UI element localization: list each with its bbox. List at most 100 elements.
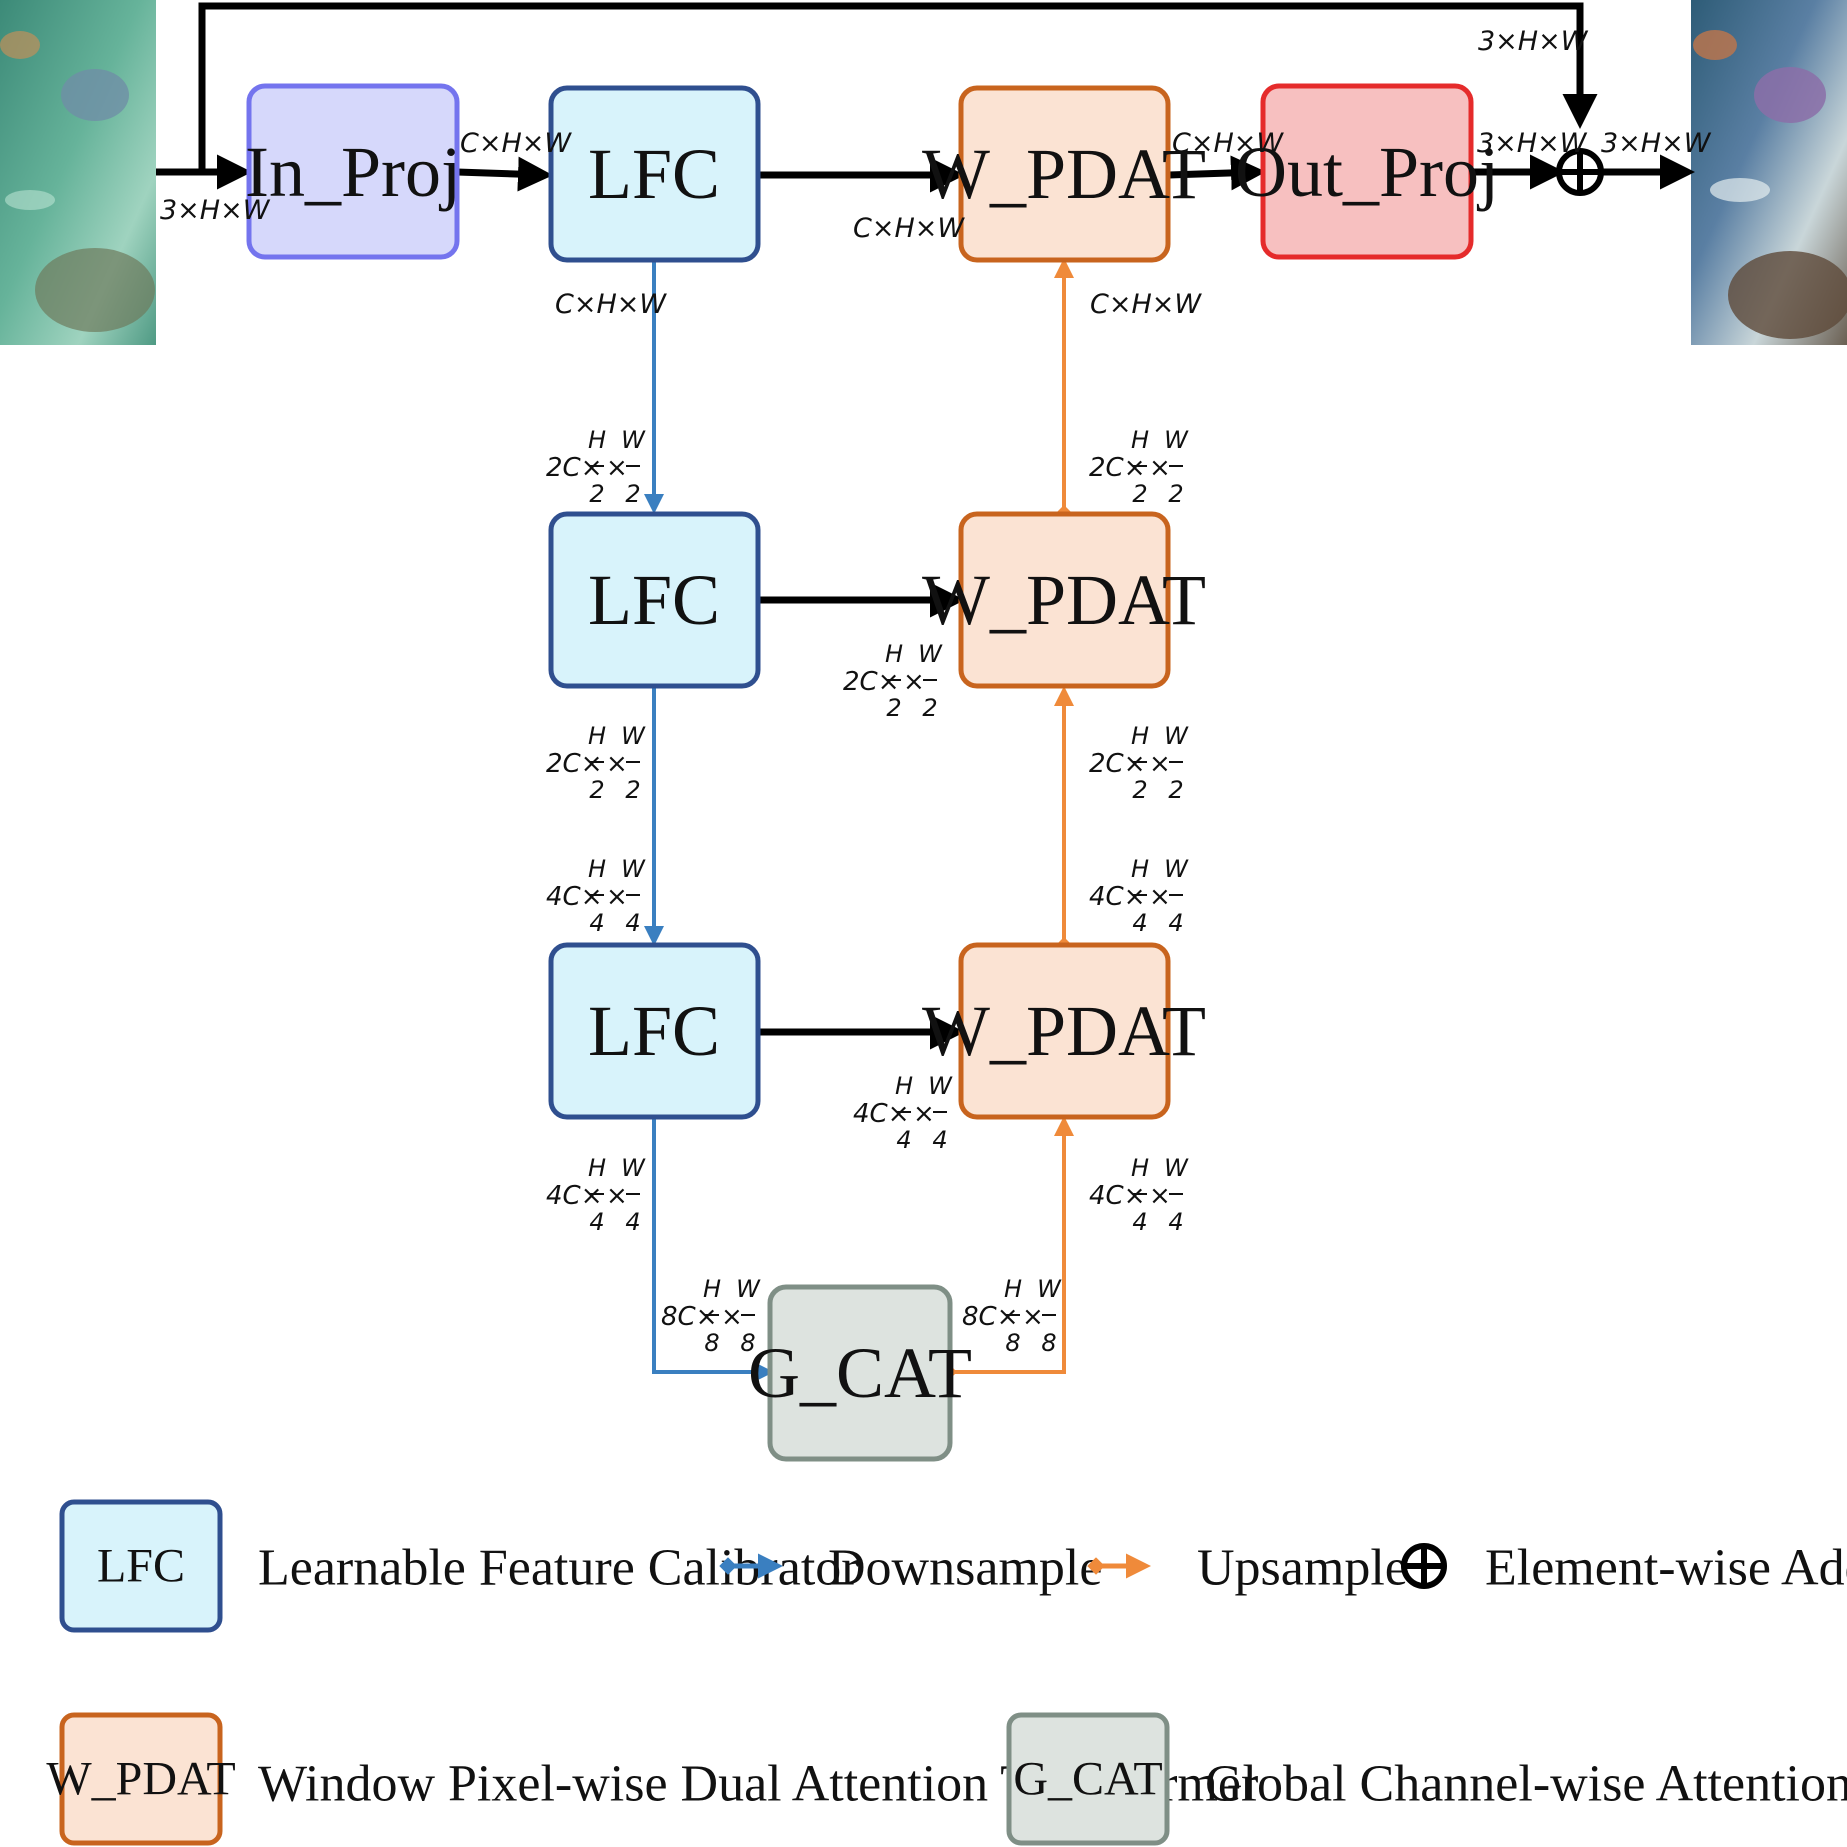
lfc-block-1: LFC [548, 85, 761, 263]
svg-text:×: × [903, 667, 925, 697]
fraction-labels: 2C× H 2 × W 2 2C× H 2 × W 2 2C× H 2 × W [546, 426, 1189, 1357]
out-proj-label: Out_Proj [1235, 132, 1499, 212]
dim-label-skip: 3×H×W [1478, 26, 1589, 57]
gcat-label: G_CAT [748, 1333, 972, 1413]
legend: LFC Learnable Feature Calibrator Downsam… [46, 1499, 1847, 1846]
svg-text:W: W [736, 1275, 761, 1303]
svg-text:H: H [895, 1072, 913, 1100]
lfc-label-1: LFC [588, 134, 720, 214]
svg-text:4C×: 4C× [853, 1099, 909, 1129]
frac-label-gcat-out: 8C× H 8 × W 8 [962, 1275, 1062, 1357]
element-wise-addition-icon [1556, 148, 1604, 196]
legend-upsample-label: Upsample [1197, 1540, 1408, 1597]
frac-label-up-2b: 4C× H 4 × W 4 [1089, 855, 1189, 937]
frac-label-down-2a: 2C× H 2 × W 2 [546, 722, 646, 804]
svg-text:W: W [1164, 426, 1189, 454]
dim-label-lfc1-down: C×H×W [555, 289, 667, 320]
legend-wpdat-box-label: W_PDAT [46, 1753, 235, 1806]
legend-gcat-description: Global Channel-wise Attention Transforme… [1205, 1756, 1847, 1813]
legend-addition-label: Element-wise Addition [1485, 1540, 1847, 1597]
svg-text:2: 2 [625, 480, 640, 508]
svg-text:4: 4 [1168, 1208, 1183, 1236]
svg-text:H: H [1004, 1275, 1022, 1303]
svg-text:2: 2 [589, 776, 604, 804]
svg-text:2C×: 2C× [843, 667, 899, 697]
svg-text:×: × [1022, 1302, 1044, 1332]
upsample-arrows [943, 258, 1074, 1379]
svg-text:4C×: 4C× [546, 882, 602, 912]
svg-text:H: H [885, 640, 903, 668]
svg-text:W: W [918, 640, 943, 668]
svg-text:4: 4 [1168, 909, 1183, 937]
skip-connection-arrow [198, 2, 1598, 172]
svg-text:H: H [1131, 722, 1149, 750]
svg-text:2C×: 2C× [1089, 453, 1145, 483]
downsample-arrow-3 [647, 1105, 774, 1382]
svg-text:W: W [1164, 855, 1189, 883]
frac-label-down-1: 2C× H 2 × W 2 [546, 426, 646, 508]
svg-text:4: 4 [589, 909, 604, 937]
svg-text:×: × [913, 1099, 935, 1129]
svg-text:8: 8 [1041, 1329, 1056, 1357]
legend-gcat: G_CAT Global Channel-wise Attention Tran… [1006, 1712, 1847, 1846]
svg-text:W: W [621, 855, 646, 883]
wpdat-label-3: W_PDAT [922, 991, 1206, 1071]
svg-text:2: 2 [1168, 776, 1183, 804]
svg-text:4: 4 [589, 1208, 604, 1236]
downsample-arrows [644, 245, 774, 1382]
svg-text:2C×: 2C× [1089, 749, 1145, 779]
svg-text:H: H [1131, 855, 1149, 883]
dim-label-input: 3×H×W [160, 195, 271, 226]
wpdat-block-3: W_PDAT [922, 942, 1206, 1120]
dim-label-output: 3×H×W [1601, 128, 1712, 159]
upsample-arrow-1 [943, 1116, 1074, 1379]
svg-text:2: 2 [886, 694, 901, 722]
svg-text:8: 8 [704, 1329, 719, 1357]
svg-text:4C×: 4C× [1089, 882, 1145, 912]
wpdat-block-2: W_PDAT [922, 511, 1206, 689]
svg-text:2C×: 2C× [546, 749, 602, 779]
svg-text:W: W [1164, 722, 1189, 750]
svg-text:W: W [928, 1072, 953, 1100]
svg-text:W: W [621, 1154, 646, 1182]
svg-text:2: 2 [922, 694, 937, 722]
legend-addition-icon [1401, 1543, 1447, 1589]
svg-text:4: 4 [1132, 909, 1147, 937]
svg-text:×: × [1149, 1181, 1171, 1211]
svg-text:2: 2 [1132, 776, 1147, 804]
frac-label-up-1: 4C× H 4 × W 4 [1089, 1154, 1189, 1236]
svg-text:2: 2 [1132, 480, 1147, 508]
svg-text:2: 2 [1168, 480, 1183, 508]
lfc-block-2: LFC [548, 511, 761, 689]
in-proj-label: In_Proj [245, 132, 461, 212]
svg-text:W: W [1164, 1154, 1189, 1182]
svg-text:×: × [606, 1181, 628, 1211]
wpdat1-to-outproj-arrow [1168, 155, 1266, 191]
out-proj-block: Out_Proj [1235, 83, 1499, 260]
legend-downsample-label: Downsample [828, 1540, 1102, 1597]
legend-gcat-box-label: G_CAT [1013, 1753, 1162, 1806]
svg-text:×: × [606, 453, 628, 483]
svg-text:W: W [621, 426, 646, 454]
dim-label-inproj: C×H×W [460, 128, 572, 159]
svg-text:H: H [703, 1275, 721, 1303]
frac-label-skip-3: 4C× H 4 × W 4 [853, 1072, 953, 1154]
svg-text:4C×: 4C× [546, 1181, 602, 1211]
svg-text:×: × [1149, 749, 1171, 779]
svg-text:2: 2 [589, 480, 604, 508]
svg-text:×: × [606, 749, 628, 779]
svg-text:8: 8 [740, 1329, 755, 1357]
svg-text:4: 4 [1132, 1208, 1147, 1236]
svg-text:×: × [1149, 882, 1171, 912]
frac-label-down-3: 4C× H 4 × W 4 [546, 1154, 646, 1236]
lfc-label-3: LFC [588, 991, 720, 1071]
svg-text:4: 4 [932, 1126, 947, 1154]
svg-text:8C×: 8C× [962, 1302, 1018, 1332]
frac-label-up-3: 2C× H 2 × W 2 [1089, 426, 1189, 508]
frac-label-down-2b: 4C× H 4 × W 4 [546, 855, 646, 937]
svg-text:8: 8 [1005, 1329, 1020, 1357]
dimension-labels: 3×H×W C×H×W C×H×W C×H×W C×H×W C×H×W 3×H×… [160, 26, 1712, 320]
svg-text:4: 4 [625, 909, 640, 937]
svg-text:2C×: 2C× [546, 453, 602, 483]
svg-text:H: H [588, 426, 606, 454]
